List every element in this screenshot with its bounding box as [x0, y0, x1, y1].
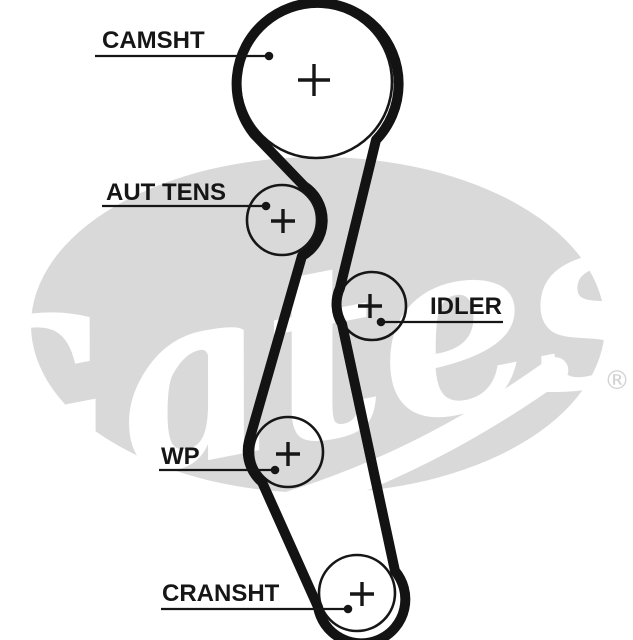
camsht-leader-dot [264, 51, 274, 61]
wp-center-mark [276, 442, 300, 466]
cransht-pulley [317, 553, 397, 633]
gates-watermark-oval [31, 157, 605, 493]
registered-trademark-mark: ® [604, 366, 630, 396]
idler-label: IDLER [430, 293, 502, 320]
wp-leader-dot [270, 465, 280, 475]
camsht-center-mark [298, 64, 330, 96]
aut-tens-center-mark [271, 209, 295, 233]
aut-tens-label: AUT TENS [106, 179, 226, 206]
wp-label: WP [161, 443, 200, 470]
aut-tens-leader-dot [261, 201, 271, 211]
idler-leader-dot [376, 317, 386, 327]
camsht-label: CAMSHT [102, 27, 205, 54]
gates-watermark-swoosh [43, 357, 569, 554]
aut-tens-pulley [245, 183, 319, 257]
wp-pulley [251, 415, 325, 489]
cransht-center-mark [350, 582, 374, 606]
idler-center-mark [358, 294, 382, 318]
cransht-leader-dot [343, 604, 353, 614]
timing-belt-path [231, 0, 411, 640]
cransht-label: CRANSHT [162, 580, 280, 607]
